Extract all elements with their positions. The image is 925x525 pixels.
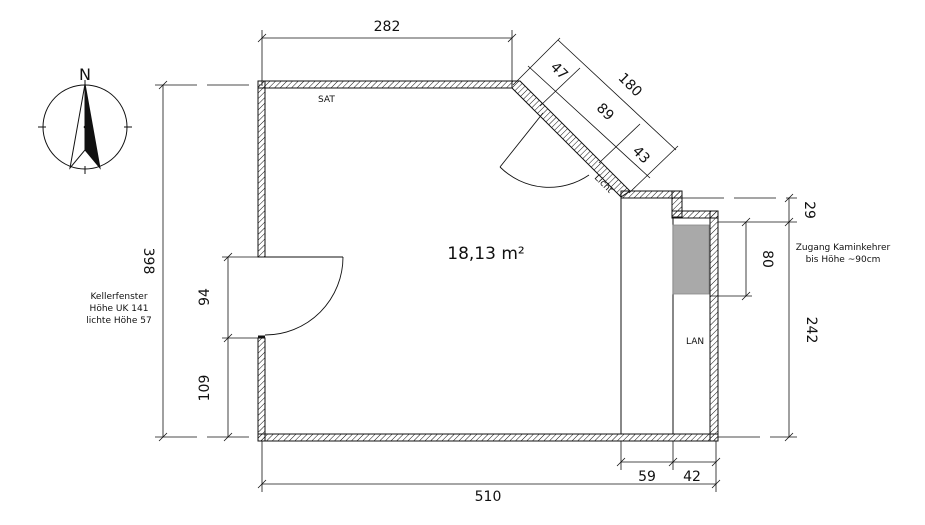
dim-diag-total: 180 (615, 70, 645, 100)
wall-left-upper (257, 80, 266, 258)
wall-top (257, 80, 513, 89)
sat-label: SAT (318, 95, 335, 105)
wall-bottom (257, 433, 719, 442)
dim-bottom-b: 42 (683, 469, 701, 485)
dim-right-top: 29 (801, 201, 817, 219)
dim-left-lower: 109 (197, 375, 213, 402)
dim-chimney: 80 (759, 250, 775, 268)
dim-bottom: 510 (475, 489, 502, 505)
svg-text:lichte Höhe 57: lichte Höhe 57 (86, 316, 151, 326)
svg-text:Zugang Kaminkehrer: Zugang Kaminkehrer (796, 243, 891, 253)
door-left[interactable] (258, 256, 344, 339)
dim-diag-c: 43 (629, 143, 653, 167)
note-kellerfenster: Kellerfenster Höhe UK 141 lichte Höhe 57 (86, 292, 151, 326)
inner-lines (258, 197, 674, 434)
dim-top: 282 (374, 19, 401, 35)
area-label: 18,13 m² (447, 244, 524, 264)
north-arrow: N (38, 65, 132, 174)
chimney-block (672, 224, 710, 295)
lan-label: LAN (686, 337, 704, 347)
wall-shaft-right (709, 210, 719, 442)
door-diagonal[interactable] (499, 112, 590, 188)
dimension-lines (155, 30, 797, 492)
north-label: N (79, 65, 91, 84)
svg-text:Höhe UK 141: Höhe UK 141 (90, 304, 149, 314)
dim-right: 242 (803, 317, 819, 344)
dim-diag-b: 89 (593, 100, 617, 124)
svg-text:bis Höhe ~90cm: bis Höhe ~90cm (806, 255, 881, 265)
note-kaminkehrer: Zugang Kaminkehrer bis Höhe ~90cm (796, 243, 891, 265)
walls (257, 80, 719, 442)
dim-left-upper: 94 (197, 288, 213, 306)
wall-diagonal (511, 80, 631, 198)
dim-left: 398 (140, 248, 156, 275)
wall-left-lower (257, 337, 266, 442)
svg-text:Kellerfenster: Kellerfenster (90, 292, 147, 302)
dim-diag-a: 47 (547, 59, 571, 83)
dim-bottom-a: 59 (638, 469, 656, 485)
